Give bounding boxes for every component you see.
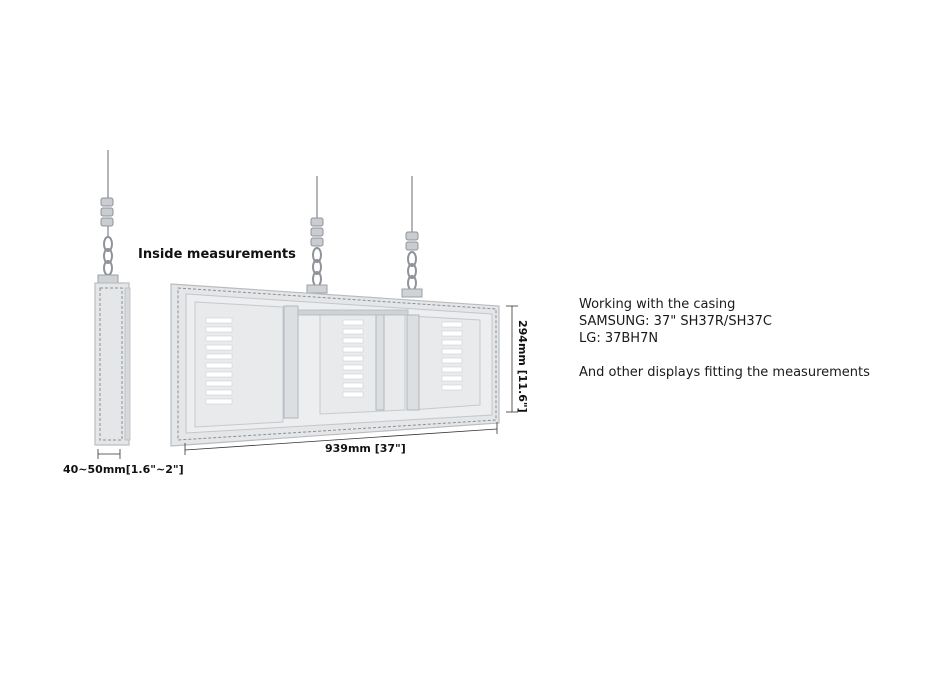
info-lg: LG: 37BH7N	[579, 331, 659, 346]
info-samsung: SAMSUNG: 37" SH37R/SH37C	[579, 314, 772, 329]
info-other: And other displays fitting the measureme…	[579, 365, 870, 380]
side-chain	[103, 236, 113, 276]
mount-bracket-3	[406, 314, 420, 411]
depth-label: 40~50mm[1.6"~2"]	[63, 463, 184, 476]
compatibility-info: Working with the casing SAMSUNG: 37" SH3…	[579, 296, 919, 381]
mount-rail-top	[297, 309, 409, 316]
height-label: 294mm [11.6"]	[516, 320, 529, 413]
vent-slots-left	[205, 317, 233, 405]
suspension-left	[306, 176, 328, 294]
inner-panel-left	[194, 301, 284, 428]
width-label: 939mm [37"]	[325, 442, 406, 455]
width-dimension-line	[184, 428, 498, 451]
side-clamp	[100, 197, 114, 227]
inner-panel-center	[319, 309, 406, 415]
side-dashed-outline	[99, 287, 123, 441]
suspension-right	[401, 176, 423, 298]
vent-slots-right	[441, 321, 463, 391]
mount-bracket-2	[375, 312, 385, 411]
mount-bracket-1	[283, 305, 299, 419]
vent-slots-center	[342, 319, 364, 398]
heading-inside-measurements: Inside measurements	[138, 247, 296, 262]
side-bracket	[97, 274, 119, 284]
info-intro: Working with the casing	[579, 297, 736, 312]
side-view: 40~50mm[1.6"~2"]	[63, 150, 184, 476]
front-view: 939mm [37"] 294mm [11.6"]	[170, 176, 529, 455]
inside-dashed-outline	[177, 287, 497, 441]
